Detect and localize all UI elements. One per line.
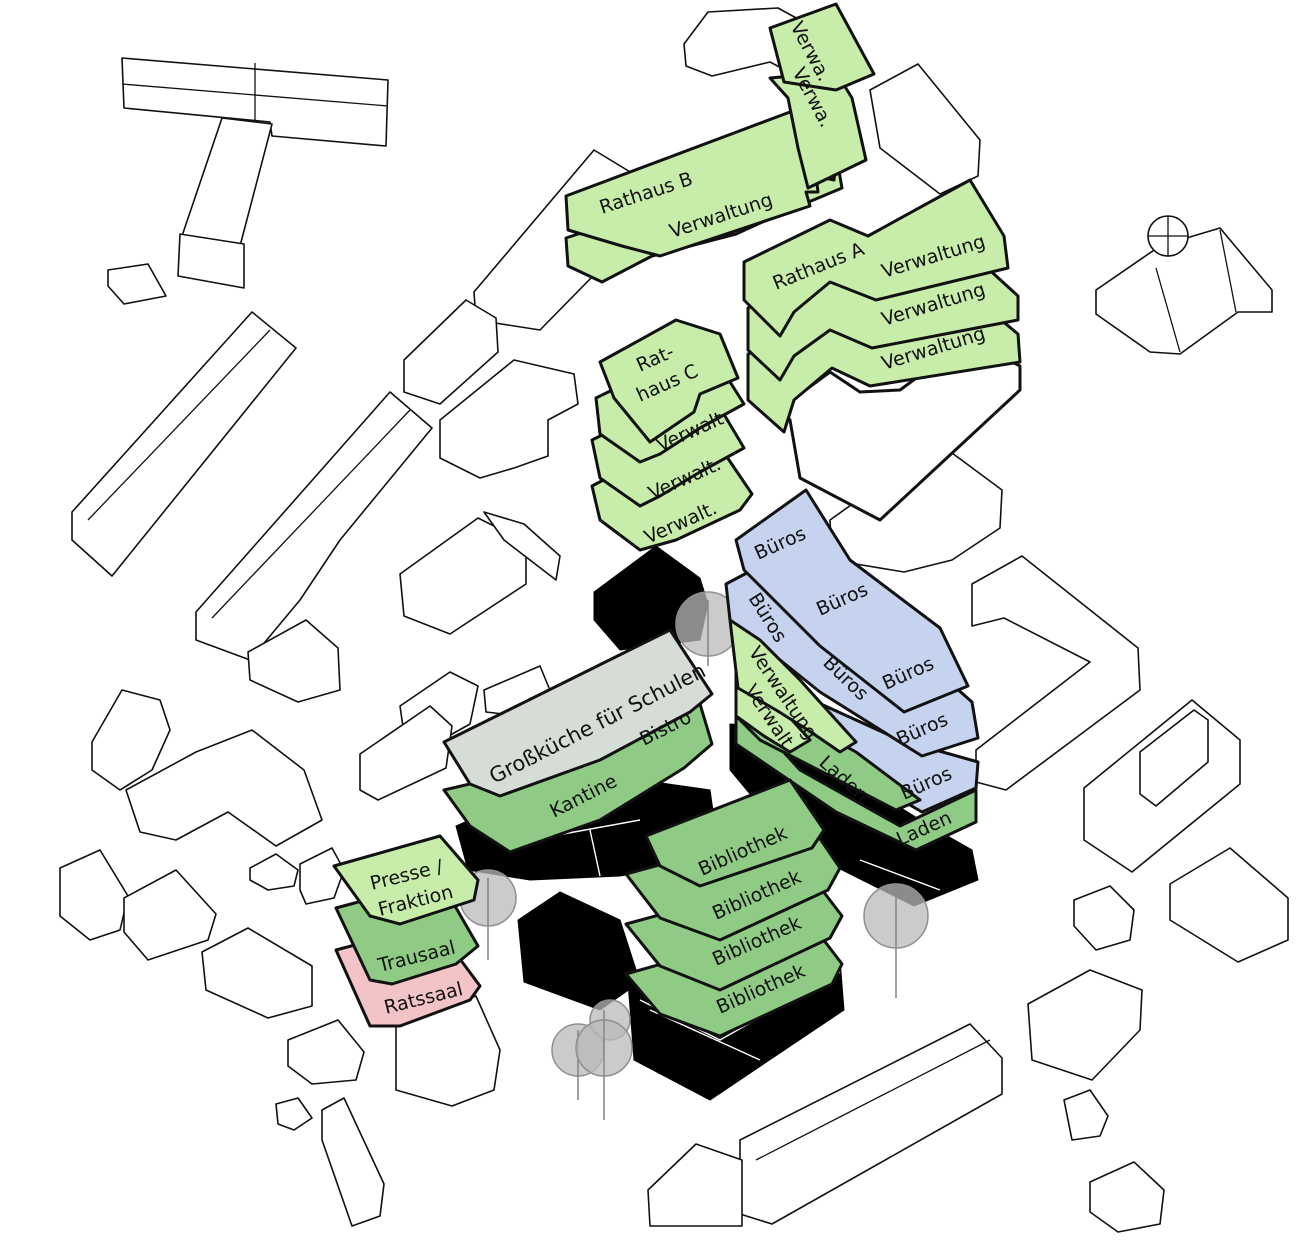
context-building [125,729,323,847]
context-building [201,927,313,1019]
context-building [403,299,499,405]
slab-laden-2 [734,698,978,852]
context-building [71,311,297,577]
context-building [1027,969,1143,1081]
rathaus-b-stack [564,2,876,284]
slab-rathaus-c [598,318,740,444]
slab-grosskueche [442,628,714,798]
context-building [247,619,341,703]
slab-bueros-top [734,488,970,714]
context-building [1139,709,1209,807]
context-building [275,1097,313,1131]
context-building [195,391,433,661]
context-building [971,555,1141,791]
library-stack [624,778,844,1038]
rathaus-a-stack [742,178,1022,522]
trees [459,591,929,1120]
context-building [123,869,217,961]
context-building [249,853,299,891]
context-building [1073,885,1135,951]
context-building [177,233,245,289]
context-building [647,1143,743,1227]
context-building [107,263,167,305]
slab-bibliothek-1 [644,778,826,888]
context-building [359,705,453,801]
context-building [1063,1089,1109,1141]
context-building [1095,227,1273,355]
slab-verwa-1 [768,2,876,92]
context-building [439,359,579,479]
context-building [59,849,129,941]
context-building [483,511,561,581]
context-building [181,117,273,247]
context-building [1169,847,1289,963]
kitchen-stack [442,628,714,854]
context-building [869,63,981,195]
context-building [1089,1161,1165,1233]
context-building [299,847,345,905]
context-building [287,1019,365,1085]
slab-presse-fraktion [332,834,480,926]
core-volume [517,891,641,1011]
context-building [399,517,527,635]
context-buildings [59,7,1289,1233]
context-building [321,1097,385,1227]
slab-verwaltung-d [728,618,858,754]
slab-verwaltung-a1 [742,178,1010,338]
rathaus-c-stack [590,318,754,552]
retail-stack [728,618,978,852]
context-building [395,995,501,1107]
council-stack [332,834,482,1028]
context-building [91,689,171,791]
